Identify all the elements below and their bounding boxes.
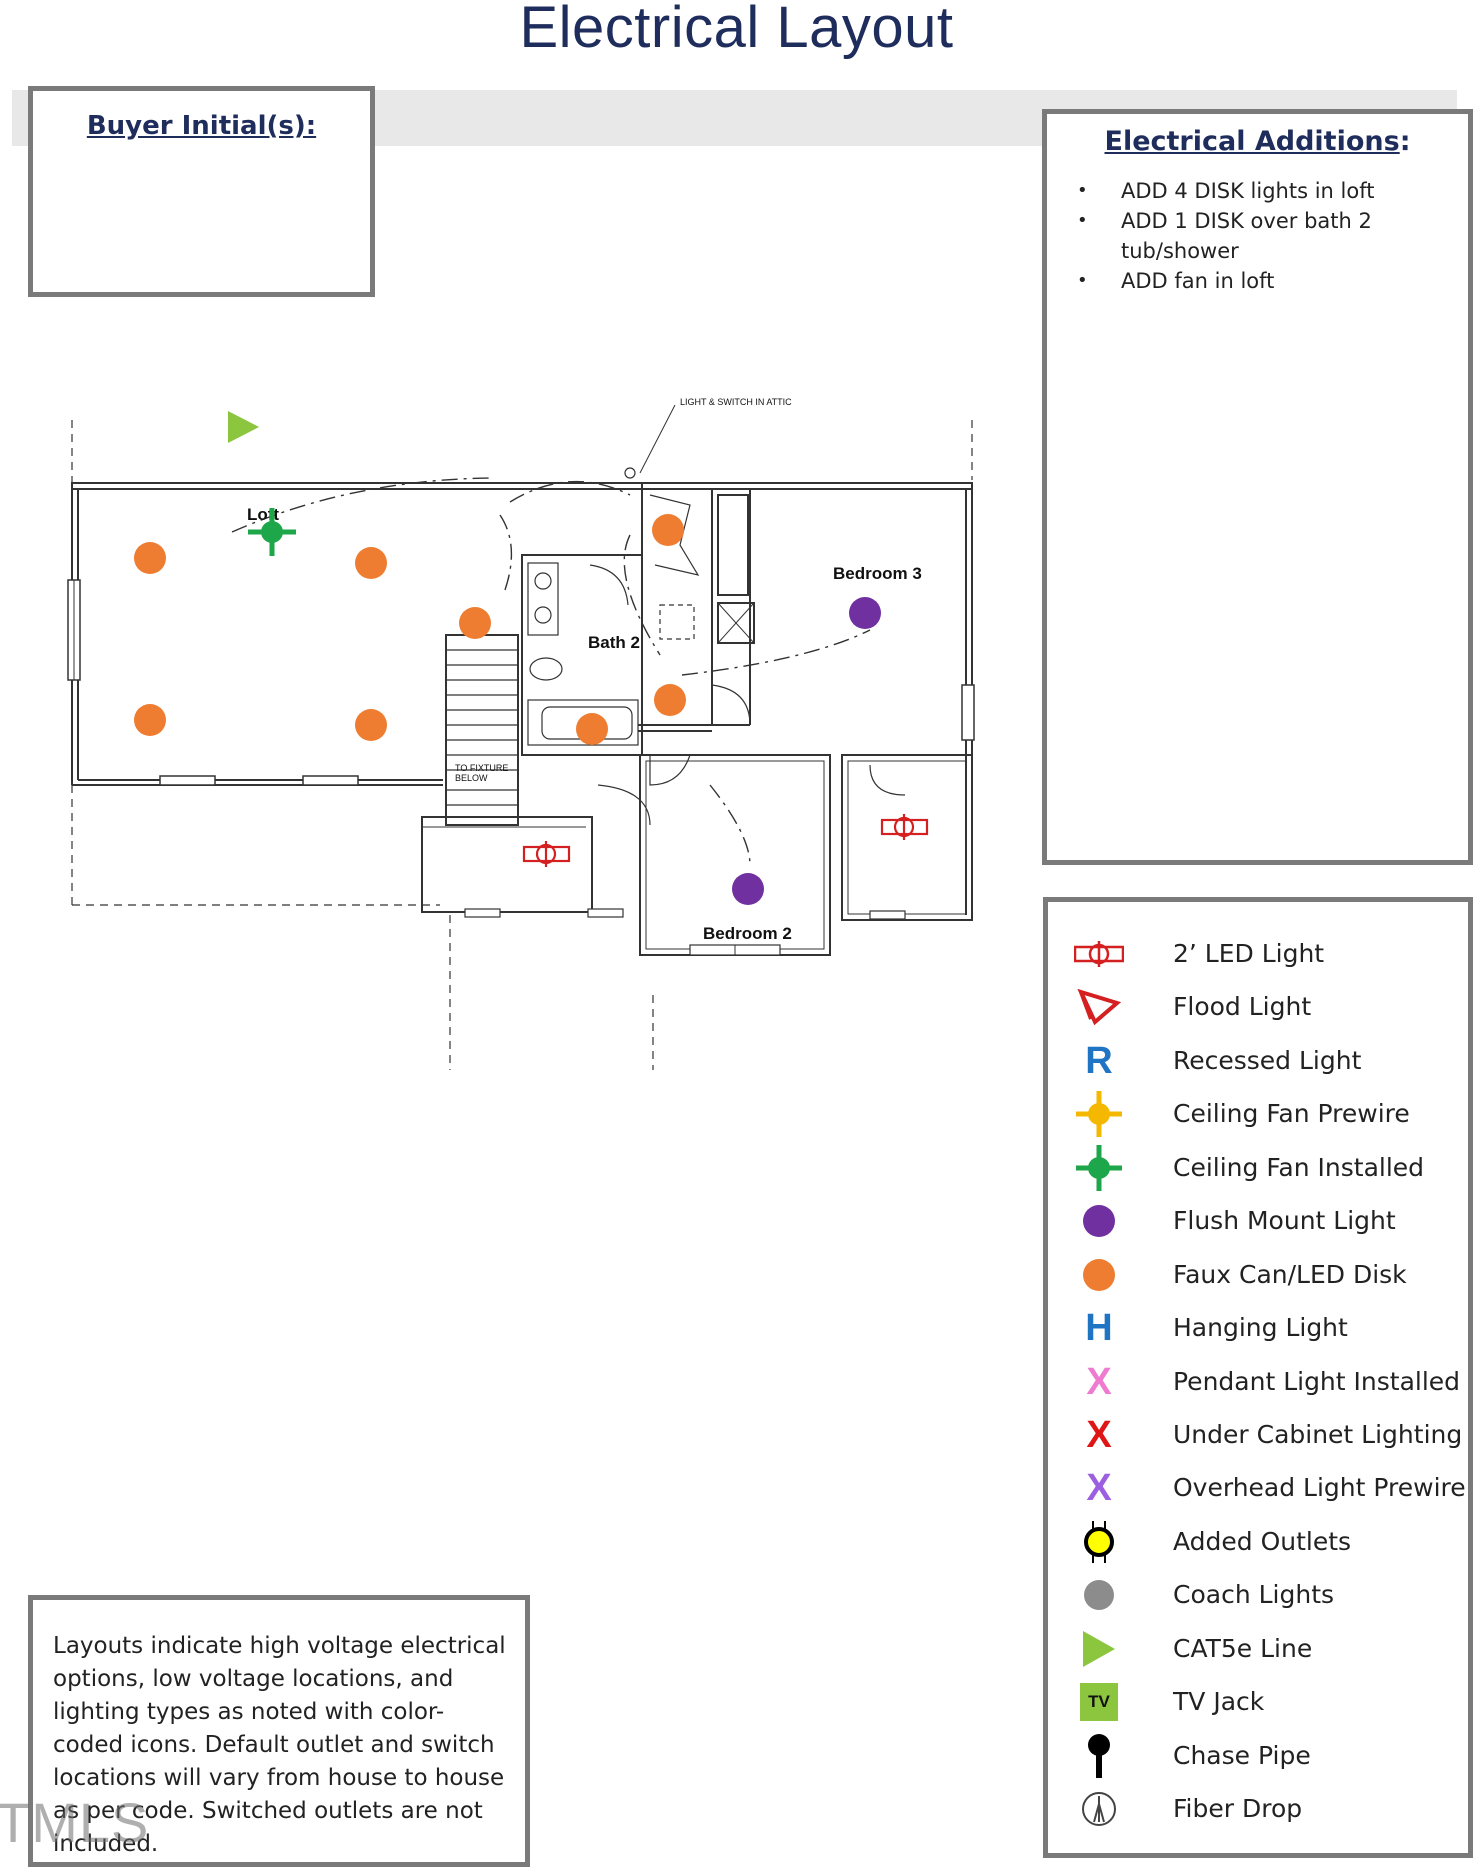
faux-can-icon bbox=[654, 684, 686, 716]
legend-row: Coach Lights bbox=[1074, 1570, 1469, 1620]
under-cabinet-icon: X bbox=[1086, 1413, 1112, 1456]
disclaimer-box: Layouts indicate high voltage electrical… bbox=[28, 1595, 530, 1867]
led-2ft-icon bbox=[522, 841, 571, 867]
addition-item: ADD 1 DISK over bath 2 tub/shower bbox=[1077, 206, 1417, 266]
faux-can-icon bbox=[1074, 1250, 1124, 1300]
legend-label: Pendant Light Installed bbox=[1173, 1367, 1461, 1396]
legend-label: Fiber Drop bbox=[1173, 1794, 1303, 1823]
addition-item: ADD fan in loft bbox=[1077, 266, 1417, 296]
flood-light-icon bbox=[1074, 982, 1124, 1032]
legend-row: H Hanging Light bbox=[1074, 1303, 1469, 1353]
electrical-additions-list: ADD 4 DISK lights in loft ADD 1 DISK ove… bbox=[1077, 176, 1417, 296]
ceiling-fan-installed-icon bbox=[1074, 1143, 1124, 1193]
pendant-light-icon: X bbox=[1086, 1360, 1112, 1403]
tv-jack-icon: TV bbox=[1074, 1677, 1124, 1727]
faux-can-icon bbox=[355, 547, 387, 579]
cat5e-icon bbox=[1074, 1624, 1124, 1674]
electrical-additions-box: Electrical Additions: ADD 4 DISK lights … bbox=[1042, 109, 1473, 865]
room-label-bath2: Bath 2 bbox=[588, 633, 640, 652]
addition-item: ADD 4 DISK lights in loft bbox=[1077, 176, 1417, 206]
legend-label: Recessed Light bbox=[1173, 1046, 1362, 1075]
legend-row: Flush Mount Light bbox=[1074, 1196, 1469, 1246]
ceiling-fan-prewire-icon bbox=[1074, 1089, 1124, 1139]
flush-mount-icon bbox=[1074, 1196, 1124, 1246]
legend-row: Flood Light bbox=[1074, 982, 1469, 1032]
coach-light-icon bbox=[1074, 1570, 1124, 1620]
fixture-note-2: BELOW bbox=[455, 773, 488, 783]
disclaimer-text: Layouts indicate high voltage electrical… bbox=[53, 1633, 506, 1857]
legend-row: TV TV Jack bbox=[1074, 1677, 1469, 1727]
ceiling-fan-installed-icon bbox=[248, 508, 296, 556]
floor-plan: LIGHT & SWITCH IN ATTIC TO FIXTURE BELOW… bbox=[67, 397, 975, 1070]
electrical-additions-title: Electrical Additions: bbox=[1047, 126, 1468, 157]
legend-label: Added Outlets bbox=[1173, 1527, 1352, 1556]
legend-row: Faux Can/LED Disk bbox=[1074, 1250, 1469, 1300]
legend-row: Ceiling Fan Prewire bbox=[1074, 1089, 1469, 1139]
room-label-loft: Loft bbox=[247, 505, 279, 524]
electrical-additions-colon: : bbox=[1399, 126, 1411, 157]
plan-walls bbox=[67, 420, 975, 1070]
buyer-initials-box: Buyer Initial(s): bbox=[28, 86, 375, 297]
faux-can-icon bbox=[459, 607, 491, 639]
legend-row: Ceiling Fan Installed bbox=[1074, 1143, 1469, 1193]
added-outlet-icon bbox=[1074, 1517, 1124, 1567]
legend-row: X Under Cabinet Lighting bbox=[1074, 1410, 1469, 1460]
legend-label: Faux Can/LED Disk bbox=[1173, 1260, 1407, 1289]
tv-jack-glyph: TV bbox=[1080, 1683, 1118, 1721]
fiber-drop-icon bbox=[1074, 1784, 1124, 1834]
legend-row: CAT5e Line bbox=[1074, 1624, 1469, 1674]
legend-row: Fiber Drop bbox=[1074, 1784, 1469, 1834]
legend-label: Ceiling Fan Installed bbox=[1173, 1153, 1425, 1182]
cat5e-icon bbox=[228, 411, 259, 443]
legend-row: 2’ LED Light bbox=[1074, 929, 1469, 979]
room-label-bedroom3: Bedroom 3 bbox=[833, 564, 922, 583]
legend-label: Hanging Light bbox=[1173, 1313, 1348, 1342]
faux-can-icon bbox=[652, 514, 684, 546]
led-2ft-icon bbox=[880, 814, 929, 840]
watermark: TMLS bbox=[0, 1791, 150, 1854]
page-title: Electrical Layout bbox=[519, 0, 954, 60]
legend-row: R Recessed Light bbox=[1074, 1036, 1469, 1086]
flush-mount-icon bbox=[849, 597, 881, 629]
chase-pipe-icon bbox=[1074, 1731, 1124, 1781]
switch-wiring bbox=[231, 477, 871, 866]
legend-row: Chase Pipe bbox=[1074, 1731, 1469, 1781]
flush-mount-icon bbox=[732, 873, 764, 905]
legend-label: Ceiling Fan Prewire bbox=[1173, 1099, 1410, 1128]
electrical-additions-heading: Electrical Additions bbox=[1104, 126, 1400, 157]
room-label-bedroom2: Bedroom 2 bbox=[703, 924, 792, 943]
legend-label: Overhead Light Prewire bbox=[1173, 1473, 1466, 1502]
faux-can-icon bbox=[576, 713, 608, 745]
buyer-initials-label: Buyer Initial(s): bbox=[86, 111, 317, 141]
recessed-light-icon: R bbox=[1085, 1039, 1113, 1082]
legend-row: Added Outlets bbox=[1074, 1517, 1469, 1567]
led-2ft-icon bbox=[1074, 929, 1124, 979]
plan-annotations: LIGHT & SWITCH IN ATTIC TO FIXTURE BELOW bbox=[455, 397, 792, 783]
overhead-prewire-icon: X bbox=[1086, 1466, 1112, 1509]
legend-label: Coach Lights bbox=[1173, 1580, 1335, 1609]
hanging-light-icon: H bbox=[1085, 1306, 1113, 1349]
legend-label: CAT5e Line bbox=[1173, 1634, 1313, 1663]
legend-label: Under Cabinet Lighting bbox=[1173, 1420, 1463, 1449]
legend-row: X Overhead Light Prewire bbox=[1074, 1463, 1469, 1513]
legend-label: Flush Mount Light bbox=[1173, 1206, 1396, 1235]
legend-label: Chase Pipe bbox=[1173, 1741, 1311, 1770]
faux-can-icon bbox=[134, 542, 166, 574]
legend-label: Flood Light bbox=[1173, 992, 1312, 1021]
attic-note: LIGHT & SWITCH IN ATTIC bbox=[680, 397, 792, 407]
legend-box: 2’ LED Light Flood Light R Recessed Ligh… bbox=[1043, 897, 1473, 1858]
legend-label: 2’ LED Light bbox=[1173, 939, 1325, 968]
fixture-note: TO FIXTURE bbox=[455, 763, 508, 773]
faux-can-icon bbox=[134, 704, 166, 736]
faux-can-icon bbox=[355, 709, 387, 741]
legend-row: X Pendant Light Installed bbox=[1074, 1357, 1469, 1407]
legend-label: TV Jack bbox=[1173, 1687, 1265, 1716]
